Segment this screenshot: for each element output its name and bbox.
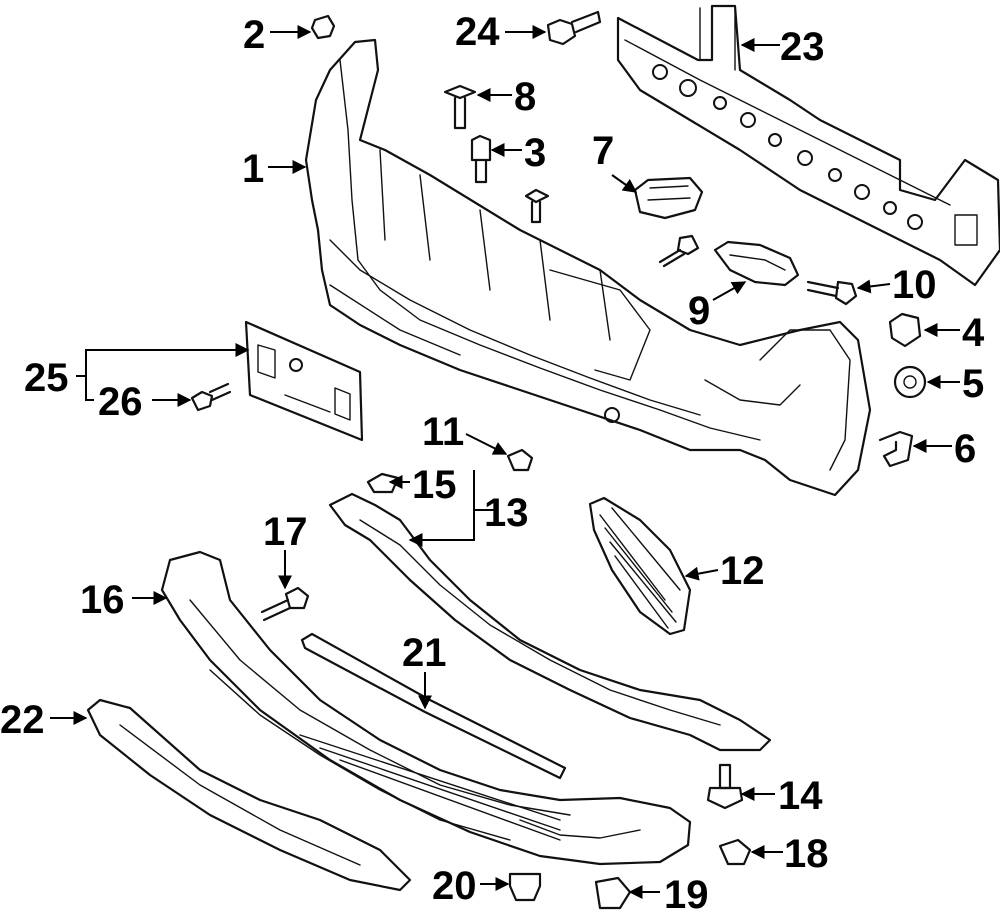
license-bracket-part — [244, 320, 364, 442]
callout-16: 16 — [80, 578, 125, 622]
bolt-17-part — [260, 586, 310, 622]
callout-4: 4 — [962, 311, 985, 355]
callout-15: 15 — [412, 463, 457, 507]
bolt-3-part — [470, 134, 492, 184]
callout-21: 21 — [402, 631, 447, 675]
callout-22: 22 — [0, 698, 45, 742]
plug-11-part — [506, 448, 534, 472]
callout-7: 7 — [592, 129, 614, 173]
clip-18-part — [718, 838, 752, 866]
callout-8: 8 — [514, 75, 536, 119]
callout-19: 19 — [664, 873, 709, 914]
callout-9: 9 — [688, 289, 710, 333]
callout-10: 10 — [892, 263, 937, 307]
callout-11: 11 — [422, 410, 464, 454]
bracket-part — [633, 176, 704, 220]
bolt-24-part — [546, 10, 602, 46]
screw-9-part — [658, 234, 700, 268]
callout-3: 3 — [524, 131, 546, 175]
callout-1: 1 — [242, 147, 264, 191]
callout-12: 12 — [720, 549, 765, 593]
callout-23: 23 — [780, 25, 825, 69]
absorber-part — [328, 492, 772, 752]
callout-18: 18 — [784, 832, 829, 876]
clip-2-part — [310, 14, 336, 40]
reinforcement-beam-part — [616, 4, 1000, 287]
callout-24: 24 — [455, 10, 500, 54]
lower-spoiler-part — [86, 698, 412, 892]
callout-2: 2 — [243, 13, 265, 57]
side-bracket-part — [713, 240, 800, 287]
callout-14: 14 — [778, 774, 823, 818]
bumper-cover-part — [304, 38, 872, 497]
callout-13: 13 — [484, 491, 529, 535]
callout-17: 17 — [263, 510, 308, 554]
lower-grille-part — [160, 550, 692, 866]
grommet-5-part — [893, 365, 927, 399]
callout-numbers: 2 24 23 8 1 3 7 9 10 4 5 6 25 26 11 15 1… — [0, 10, 985, 914]
clip-6-part — [878, 430, 914, 468]
nut-19-part — [594, 876, 632, 910]
clip-4-part — [888, 312, 922, 348]
bolt-14-part — [706, 763, 744, 810]
callout-5: 5 — [962, 362, 984, 406]
screw-10-part — [806, 280, 858, 306]
callout-25: 25 — [24, 356, 69, 400]
trim-strip-part — [300, 632, 567, 780]
screw-26-part — [190, 382, 232, 412]
leader-lines — [50, 25, 960, 899]
bolt-8-part — [443, 84, 477, 130]
screw-part — [524, 188, 550, 224]
callout-26: 26 — [98, 380, 143, 424]
callout-6: 6 — [954, 427, 976, 471]
callout-20: 20 — [432, 864, 477, 908]
side-grille-part — [588, 496, 692, 636]
clip-20-part — [508, 872, 542, 902]
